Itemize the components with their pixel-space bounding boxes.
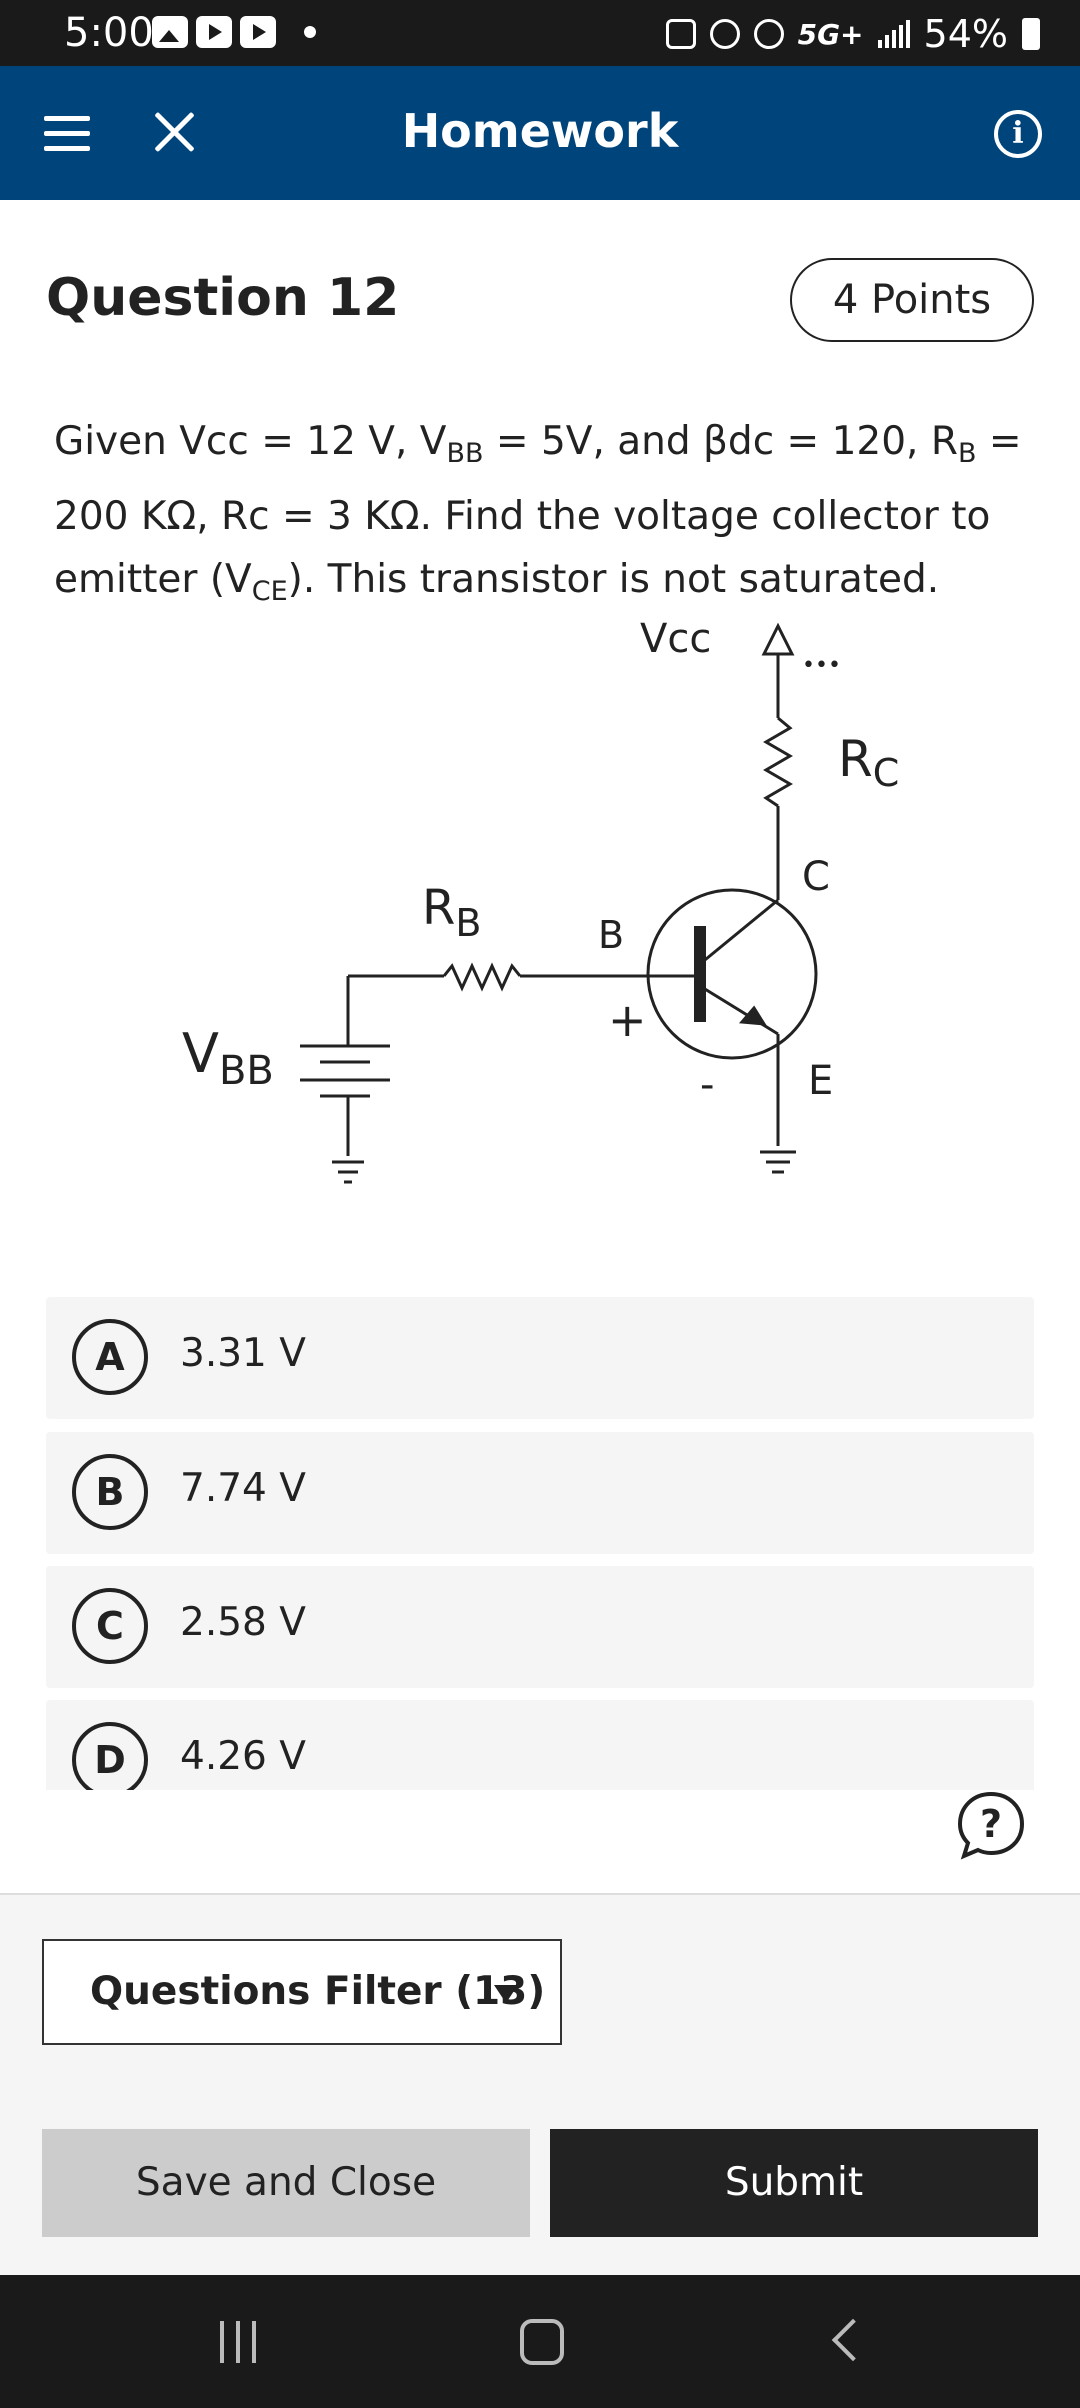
status-bar: 5:00 5G+ 54% xyxy=(0,0,1080,66)
rb-resistor-icon xyxy=(442,962,522,992)
mute-icon xyxy=(753,19,784,49)
option-c[interactable]: C 2.58 V xyxy=(46,1566,1034,1688)
network-type: 5G+ xyxy=(797,17,864,51)
plus-label: + xyxy=(608,993,647,1047)
system-icons: 5G+ 54% xyxy=(665,12,1040,56)
option-a[interactable]: A 3.31 V xyxy=(46,1297,1034,1419)
youtube-notification-icon xyxy=(196,16,232,48)
option-value: 4.26 V xyxy=(180,1734,306,1779)
footer: Questions Filter (13) Save and Close Sub… xyxy=(0,1893,1080,2275)
help-icon[interactable]: ? xyxy=(956,1790,1026,1860)
points-badge: 4 Points xyxy=(790,258,1034,342)
gallery-notification-icon xyxy=(152,16,188,48)
option-value: 2.58 V xyxy=(180,1600,306,1645)
status-time: 5:00 xyxy=(64,10,154,56)
c-label: C xyxy=(802,854,830,900)
vcc-terminal-icon xyxy=(761,622,795,656)
question-title: Question 12 xyxy=(46,268,400,328)
option-letter: B xyxy=(72,1454,148,1530)
save-and-close-button[interactable]: Save and Close xyxy=(42,2129,530,2237)
rc-label: RC xyxy=(838,730,899,795)
option-d-container: D 4.26 V xyxy=(46,1700,1034,1790)
question-text: Given Vcc = 12 V, VBB = 5V, and βdc = 12… xyxy=(54,419,1022,607)
rb-label: RB xyxy=(422,880,481,945)
rc-resistor-icon xyxy=(763,716,793,808)
e-label: E xyxy=(808,1058,833,1104)
vbb-label: VBB xyxy=(182,1022,274,1094)
transistor-icon xyxy=(646,888,818,1060)
nfc-icon xyxy=(665,19,696,49)
questions-filter-button[interactable]: Questions Filter (13) xyxy=(42,1939,562,2045)
option-letter: C xyxy=(72,1588,148,1664)
filter-label: Questions Filter (13) xyxy=(90,1969,546,2014)
circuit-diagram: Vcc ••• RC C RB B + - E VBB xyxy=(182,616,899,1184)
notification-icons xyxy=(152,16,316,48)
alarm-icon xyxy=(709,19,740,49)
battery-percent: 54% xyxy=(923,12,1008,56)
app-title: Homework xyxy=(401,104,679,158)
vcc-label: Vcc xyxy=(640,616,711,662)
battery-icon xyxy=(1022,18,1040,50)
submit-button[interactable]: Submit xyxy=(550,2129,1038,2237)
back-icon[interactable] xyxy=(831,2318,875,2362)
home-icon[interactable] xyxy=(520,2319,564,2365)
signal-icon xyxy=(877,20,910,48)
navigation-bar xyxy=(0,2275,1080,2408)
b-label: B xyxy=(598,913,624,957)
option-letter: A xyxy=(72,1319,148,1395)
recent-apps-icon[interactable] xyxy=(220,2321,256,2363)
option-value: 7.74 V xyxy=(180,1466,306,1511)
more-notifications-icon xyxy=(304,26,316,38)
app-bar: Homework i xyxy=(0,66,1080,200)
help-glyph: ? xyxy=(980,1802,1002,1846)
info-icon[interactable]: i xyxy=(994,110,1042,158)
dropdown-arrow-icon xyxy=(494,1985,518,2003)
menu-icon[interactable] xyxy=(44,116,90,152)
youtube-notification-icon xyxy=(240,16,276,48)
option-d[interactable]: D 4.26 V xyxy=(46,1700,1034,1790)
more-icon[interactable]: ••• xyxy=(802,653,841,678)
option-value: 3.31 V xyxy=(180,1331,306,1376)
minus-label: - xyxy=(700,1062,714,1108)
option-b[interactable]: B 7.74 V xyxy=(46,1432,1034,1554)
option-letter: D xyxy=(72,1722,148,1790)
